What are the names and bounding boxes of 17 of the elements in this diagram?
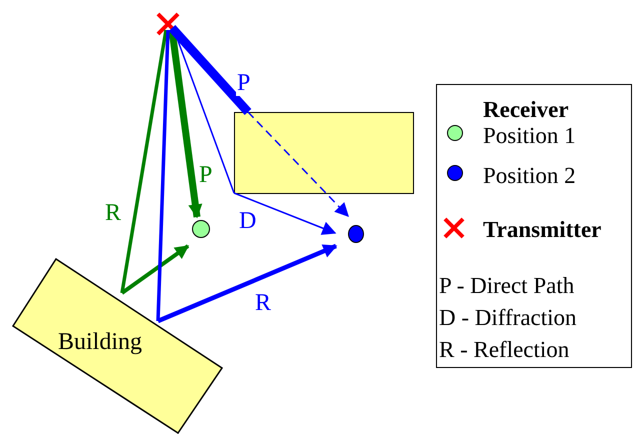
arrow: [168, 30, 202, 218]
arrow: [247, 111, 349, 217]
building-block: Building: [12, 258, 223, 434]
legend-text: Position 1: [483, 123, 576, 149]
legend-text: Transmitter: [483, 217, 602, 243]
transmitter-cross: [156, 12, 180, 36]
legend-text: R - Reflection: [439, 337, 570, 363]
legend-text: P - Direct Path: [439, 273, 574, 299]
arrow: [234, 192, 336, 235]
legend-text: Position 2: [483, 163, 576, 189]
arrow: [157, 244, 338, 324]
obstacle-block: [234, 112, 414, 194]
legend-text: D - Diffraction: [439, 305, 577, 331]
receiver-dot: [348, 225, 364, 243]
arrow: [120, 244, 190, 295]
legend-heading: Receiver: [483, 97, 569, 123]
receiver-dot: [192, 220, 210, 238]
